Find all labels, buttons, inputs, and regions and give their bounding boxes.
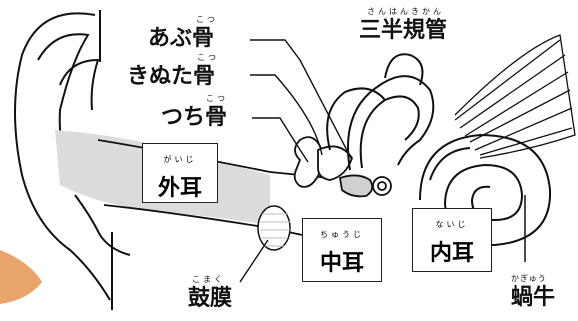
label-eardrum-ruby: こまく [192, 275, 225, 284]
label-outer-ear-box: がいじ 外耳 [142, 143, 218, 203]
ossicles-group [293, 136, 392, 198]
label-malleus-text: あぶ骨 [148, 26, 215, 51]
label-middle-ear-ruby: ちゅうじ [320, 230, 364, 239]
label-middle-ear-text: 中耳 [319, 251, 364, 276]
label-outer-ear-ruby: がいじ [163, 155, 197, 164]
label-incus-text: きぬた骨 [127, 64, 216, 89]
label-stapes-ruby: こつ [206, 94, 228, 103]
eardrum-shape [257, 205, 291, 251]
label-eardrum-text: 鼓膜 [188, 286, 233, 311]
label-semicircular-canals-text: 三半規管 [359, 18, 448, 43]
leader-lines [239, 39, 353, 283]
label-inner-ear-ruby: ないじ [435, 220, 469, 229]
label-cochlea-text: 蝸牛 [511, 285, 556, 310]
label-semicircular-canals-ruby: さんはんきかん [367, 7, 444, 16]
label-outer-ear-text: 外耳 [157, 176, 202, 201]
label-cochlea-ruby: かぎゅう [511, 274, 547, 283]
label-inner-ear-text: 内耳 [429, 241, 474, 266]
outer-ear-pinna [14, 10, 131, 310]
label-middle-ear-box: ちゅうじ 中耳 [302, 218, 382, 282]
label-incus-ruby: こつ [197, 53, 219, 62]
auditory-nerve [454, 34, 576, 159]
semicircular-canals [326, 53, 435, 171]
label-malleus-ruby: こつ [196, 15, 218, 24]
label-inner-ear-box: ないじ 内耳 [412, 208, 492, 272]
orange-accent-shape [0, 250, 42, 304]
label-stapes-text: つち骨 [161, 105, 228, 130]
